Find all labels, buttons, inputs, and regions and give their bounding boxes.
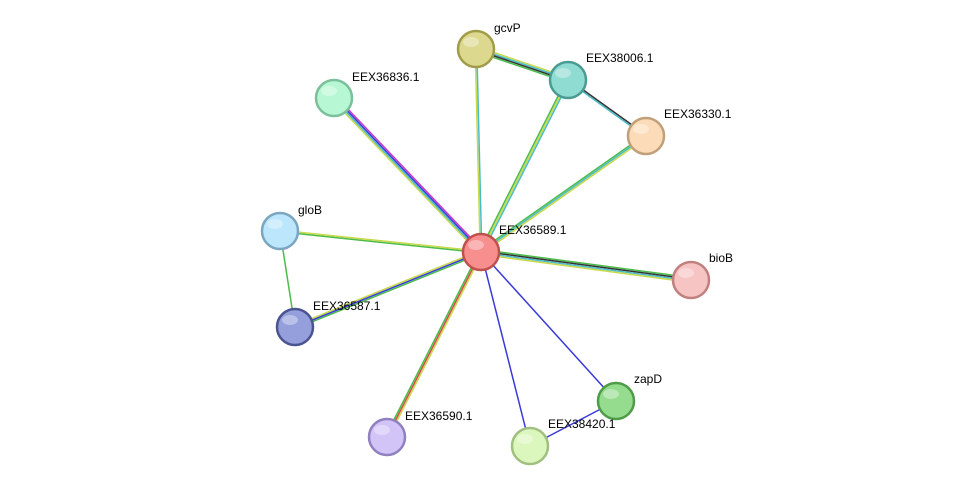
edge-evidence-line <box>386 251 482 438</box>
node-circle[interactable] <box>314 78 354 118</box>
node-circle[interactable] <box>367 417 407 457</box>
edge-evidence-line <box>332 98 481 254</box>
edge-evidence-line <box>481 250 692 280</box>
node-highlight <box>603 389 619 399</box>
node-label: bioB <box>709 251 733 265</box>
edge-evidence-line <box>279 231 481 254</box>
node-circle[interactable] <box>671 260 711 300</box>
node-highlight <box>374 425 390 435</box>
edge-eex36589-1-zapd <box>480 251 617 402</box>
edge-eex36589-1-eex38420-1 <box>480 251 531 447</box>
node-circle[interactable] <box>596 381 636 421</box>
edge-evidence-line <box>280 229 482 252</box>
node-highlight <box>468 240 484 250</box>
edge-evidence-line <box>474 49 481 253</box>
edge-eex36589-1-glob <box>279 229 482 254</box>
node-highlight <box>517 434 533 444</box>
node-glob[interactable]: gloB <box>260 203 322 251</box>
edge-evidence-line <box>480 135 647 253</box>
node-highlight <box>633 124 649 134</box>
edge-evidence-line <box>480 251 617 402</box>
node-label: EEX36587.1 <box>313 299 381 313</box>
edges-layer <box>279 46 692 447</box>
edge-eex36589-1-eex36836-1 <box>331 95 484 255</box>
edge-evidence-line <box>294 251 482 328</box>
edge-eex36589-1-gcvp <box>474 48 483 253</box>
edge-evidence-line <box>384 250 481 437</box>
edge-evidence-line <box>335 95 484 251</box>
edge-evidence-line <box>481 248 692 279</box>
node-circle[interactable] <box>548 60 588 100</box>
node-eex36587-1[interactable]: EEX36587.1 <box>275 299 381 347</box>
edge-eex36589-1-eex36330-1 <box>479 134 648 254</box>
edge-eex36589-1-eex36590-1 <box>384 250 484 439</box>
node-eex38006-1[interactable]: EEX38006.1 <box>548 51 654 100</box>
node-label: EEX36836.1 <box>352 70 420 84</box>
node-circle[interactable] <box>275 307 315 347</box>
edge-evidence-line <box>478 78 568 252</box>
edge-evidence-line <box>480 253 691 284</box>
node-eex36589-1[interactable]: EEX36589.1 <box>461 223 567 272</box>
node-label: EEX36589.1 <box>499 223 567 237</box>
edge-evidence-line <box>387 252 484 439</box>
node-circle[interactable] <box>260 211 300 251</box>
node-eex38420-1[interactable]: EEX38420.1 <box>510 417 616 466</box>
node-label: EEX38006.1 <box>586 51 654 65</box>
node-highlight <box>267 219 283 229</box>
edge-evidence-line <box>476 48 483 252</box>
node-highlight <box>463 37 479 47</box>
node-highlight <box>282 315 298 325</box>
edge-evidence-line <box>295 252 482 330</box>
node-highlight <box>678 268 694 278</box>
node-eex36836-1[interactable]: EEX36836.1 <box>314 70 420 118</box>
node-label: gloB <box>298 203 322 217</box>
edge-evidence-line <box>294 249 481 327</box>
node-circle[interactable] <box>461 232 501 272</box>
node-label: EEX36330.1 <box>664 107 732 121</box>
node-circle[interactable] <box>510 426 550 466</box>
node-gcvp[interactable]: gcvP <box>456 21 521 69</box>
edge-evidence-line <box>334 96 483 252</box>
node-label: EEX38420.1 <box>548 417 616 431</box>
node-circle[interactable] <box>456 29 496 69</box>
node-biob[interactable]: bioB <box>671 251 733 300</box>
edge-evidence-line <box>480 79 569 253</box>
node-label: zapD <box>634 372 662 386</box>
edge-eex36589-1-eex38006-1 <box>478 78 571 254</box>
edge-evidence-line <box>481 136 648 254</box>
edge-evidence-line <box>479 134 646 252</box>
edge-eex36589-1-biob <box>480 248 692 284</box>
edge-evidence-line <box>480 252 691 282</box>
edge-eex36589-1-eex36587-1 <box>294 249 482 330</box>
edge-evidence-line <box>480 251 531 447</box>
node-highlight <box>321 86 337 96</box>
node-label: gcvP <box>494 21 521 35</box>
node-eex36590-1[interactable]: EEX36590.1 <box>367 409 473 457</box>
node-circle[interactable] <box>626 116 666 156</box>
edge-evidence-line <box>481 80 571 254</box>
node-zapd[interactable]: zapD <box>596 372 662 421</box>
edge-evidence-line <box>331 99 480 255</box>
node-highlight <box>555 68 571 78</box>
node-eex36330-1[interactable]: EEX36330.1 <box>626 107 732 156</box>
node-label: EEX36590.1 <box>405 409 473 423</box>
